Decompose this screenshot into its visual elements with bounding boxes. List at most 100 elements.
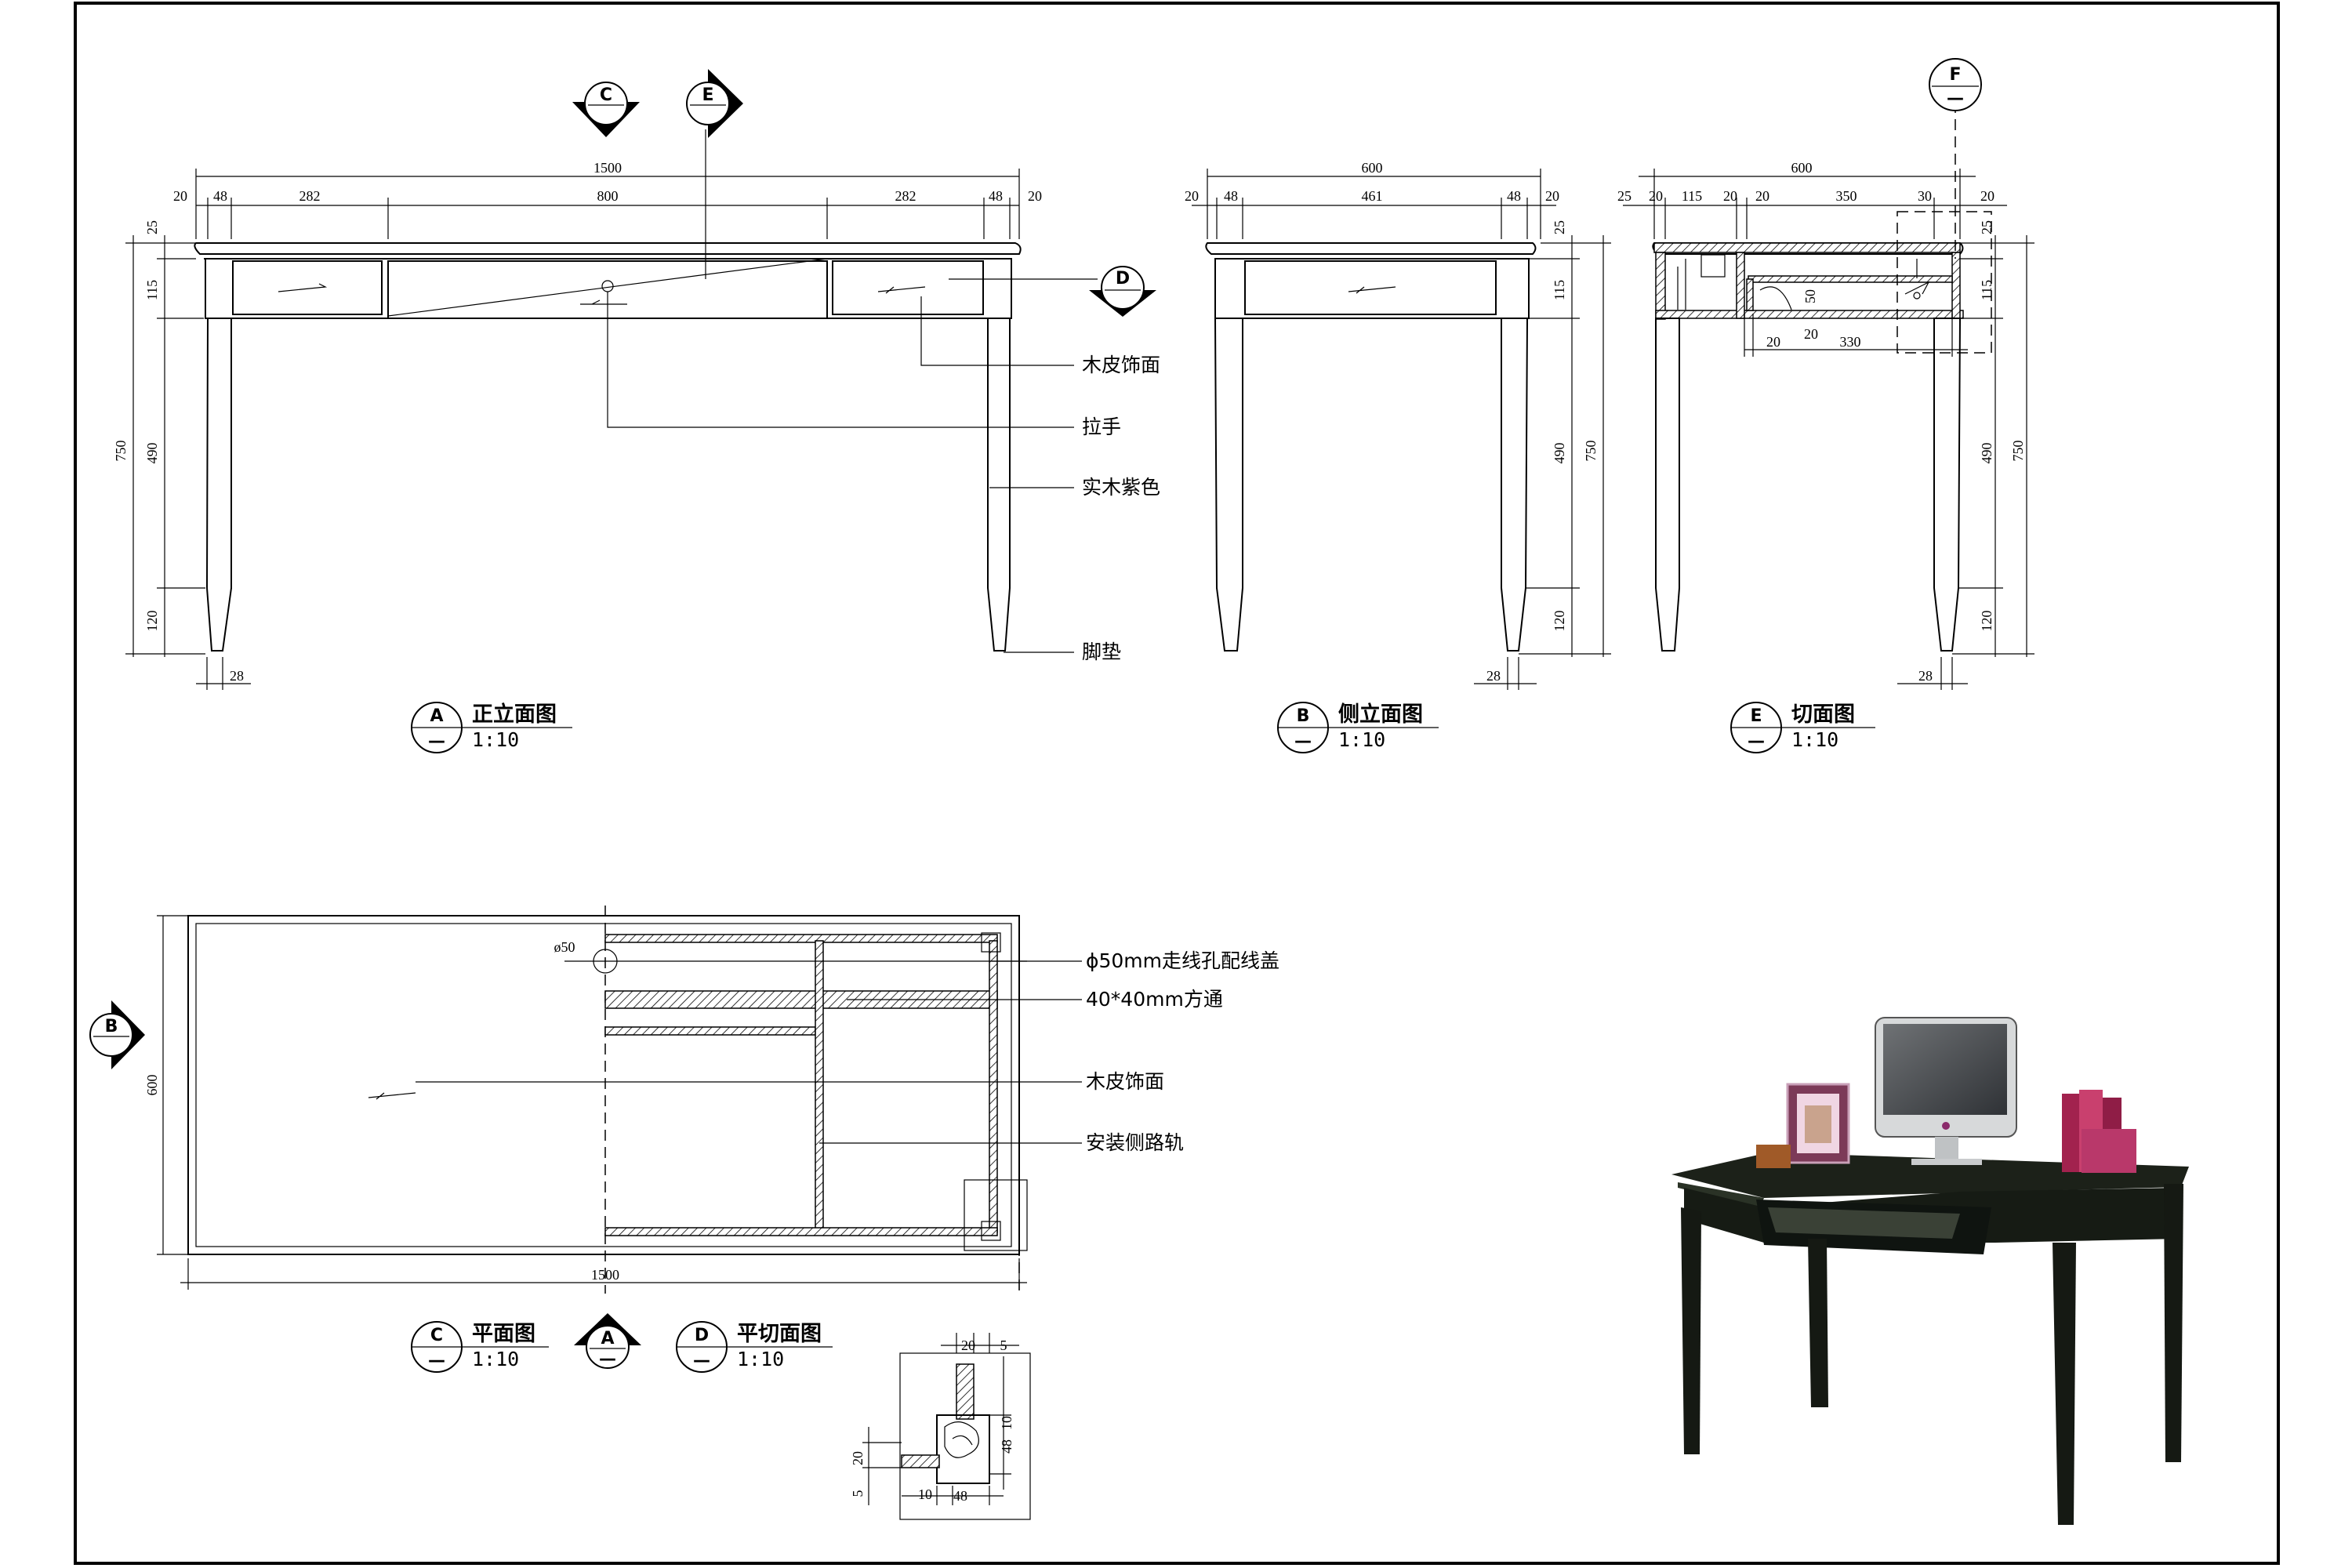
note-side-rail: 安装侧路轨 [1086, 1131, 1184, 1154]
dim-side-25: 25 [1552, 220, 1567, 234]
title-side: B — 侧立面图 1:10 [1277, 702, 1439, 753]
dim-front-115: 115 [144, 280, 160, 300]
title-front-text: 正立面图 [472, 702, 557, 727]
side-elevation: 600 20 48 461 48 20 25 115 490 750 120 2… [1185, 160, 1611, 690]
svg-text:—: — [693, 1351, 710, 1370]
svg-text:D: D [1116, 269, 1130, 289]
dim-front-282a: 282 [299, 188, 321, 204]
dim-sec-25: 25 [1617, 188, 1632, 204]
dim-side-750: 750 [1583, 441, 1599, 462]
svg-text:A: A [430, 706, 443, 726]
svg-text:B: B [105, 1017, 118, 1036]
title-plan-section-text: 平切面图 [737, 1322, 822, 1346]
dim-front-48a: 48 [213, 188, 227, 204]
dim-plan-hole: ø50 [554, 939, 575, 955]
dim-side-120: 120 [1552, 611, 1567, 632]
dim-sec-20a: 20 [1649, 188, 1663, 204]
dim-sec-b330: 330 [1840, 334, 1861, 350]
svg-text:C: C [600, 85, 612, 105]
scale-front: 1:10 [472, 728, 519, 751]
marker-d: D [1089, 266, 1156, 317]
svg-text:D: D [695, 1326, 709, 1345]
svg-text:—: — [1294, 731, 1312, 751]
title-plan: C — 平面图 1:10 [411, 1321, 549, 1373]
dim-sec-inner20: 20 [1804, 326, 1818, 342]
dim-side-20b: 20 [1545, 188, 1559, 204]
dim-detail-48a: 48 [999, 1439, 1014, 1454]
title-front: A — 正立面图 1:10 [411, 702, 572, 753]
dim-sec-30: 30 [1918, 188, 1932, 204]
dim-sec-20b: 20 [1723, 188, 1737, 204]
scale-section: 1:10 [1791, 728, 1838, 751]
title-plan-section: D — 平切面图 1:10 [676, 1321, 833, 1373]
svg-text:—: — [428, 731, 445, 751]
dim-sec-20d: 20 [1980, 188, 1994, 204]
title-section-text: 切面图 [1791, 702, 1855, 727]
dim-detail-5v: 5 [850, 1490, 866, 1497]
dim-front-800: 800 [597, 188, 619, 204]
dim-side-48b: 48 [1507, 188, 1521, 204]
dim-front-120: 120 [144, 611, 160, 632]
dim-front-1500: 1500 [593, 160, 622, 176]
dim-side-28: 28 [1486, 668, 1501, 684]
dim-front-48b: 48 [989, 188, 1003, 204]
svg-text:—: — [599, 1349, 616, 1369]
svg-text:E: E [702, 85, 713, 105]
svg-text:B: B [1297, 706, 1310, 726]
dim-sec-50: 50 [1802, 289, 1818, 303]
corner-detail: 20 5 10 48 20 5 10 48 [850, 1333, 1031, 1520]
marker-b: B [89, 1000, 145, 1069]
dim-sec-h120: 120 [1979, 611, 1994, 632]
dim-detail-10b: 10 [918, 1486, 932, 1502]
dim-sec-350: 350 [1836, 188, 1857, 204]
dim-front-20a: 20 [173, 188, 187, 204]
scale-plan: 1:10 [472, 1348, 519, 1370]
svg-text:F: F [1949, 65, 1961, 85]
dim-sec-28: 28 [1918, 668, 1933, 684]
dim-sec-h25: 25 [1979, 220, 1994, 234]
dim-detail-5: 5 [1000, 1338, 1007, 1353]
scale-plan-section: 1:10 [737, 1348, 784, 1370]
note-handle: 拉手 [1082, 416, 1121, 438]
dim-sec-20c: 20 [1755, 188, 1769, 204]
sheet-border [74, 2, 2280, 1565]
dim-side-490: 490 [1552, 443, 1567, 464]
dim-sec-h115: 115 [1979, 280, 1994, 300]
dim-side-48a: 48 [1224, 188, 1238, 204]
svg-text:—: — [1748, 731, 1765, 751]
dim-front-282b: 282 [895, 188, 916, 204]
marker-a-plan: A — [574, 1313, 641, 1369]
svg-text:—: — [428, 1351, 445, 1370]
title-section: E — 切面图 1:10 [1730, 702, 1875, 753]
dim-detail-48b: 48 [953, 1488, 967, 1504]
note-cable-hole: ϕ50mm走线孔配线盖 [1086, 949, 1279, 972]
dim-sec-h490: 490 [1979, 443, 1994, 464]
svg-text:E: E [1750, 706, 1762, 726]
dim-side-461: 461 [1362, 188, 1383, 204]
dim-detail-10a: 10 [999, 1416, 1014, 1430]
title-side-text: 侧立面图 [1338, 702, 1423, 727]
plan-view: 1500 600 ø50 ϕ50mm走线孔配线盖 40*40mm方通 木皮饰面 … [144, 906, 1279, 1294]
note-square-tube: 40*40mm方通 [1086, 988, 1223, 1011]
dim-front-25: 25 [144, 220, 160, 234]
dim-front-490: 490 [144, 443, 160, 464]
marker-c-top: C [572, 82, 640, 137]
section-elevation: 600 25 20 115 20 20 350 30 20 25 115 490… [1617, 102, 2034, 690]
note-foot: 脚垫 [1082, 641, 1121, 663]
note-veneer-plan: 木皮饰面 [1086, 1070, 1164, 1093]
dim-sec-b20: 20 [1766, 334, 1780, 350]
marker-e-top: E [686, 69, 743, 138]
dim-plan-1500: 1500 [591, 1267, 619, 1283]
dim-front-750: 750 [113, 441, 129, 462]
note-solidwood: 实木紫色 [1082, 476, 1160, 499]
note-veneer: 木皮饰面 [1082, 354, 1160, 376]
svg-text:—: — [1947, 89, 1964, 108]
scale-side: 1:10 [1338, 728, 1385, 751]
dim-sec-600: 600 [1791, 160, 1813, 176]
dim-side-115: 115 [1552, 280, 1567, 300]
dim-front-20b: 20 [1028, 188, 1042, 204]
title-plan-text: 平面图 [472, 1322, 535, 1346]
dim-plan-600: 600 [144, 1075, 160, 1096]
svg-text:C: C [430, 1326, 443, 1345]
